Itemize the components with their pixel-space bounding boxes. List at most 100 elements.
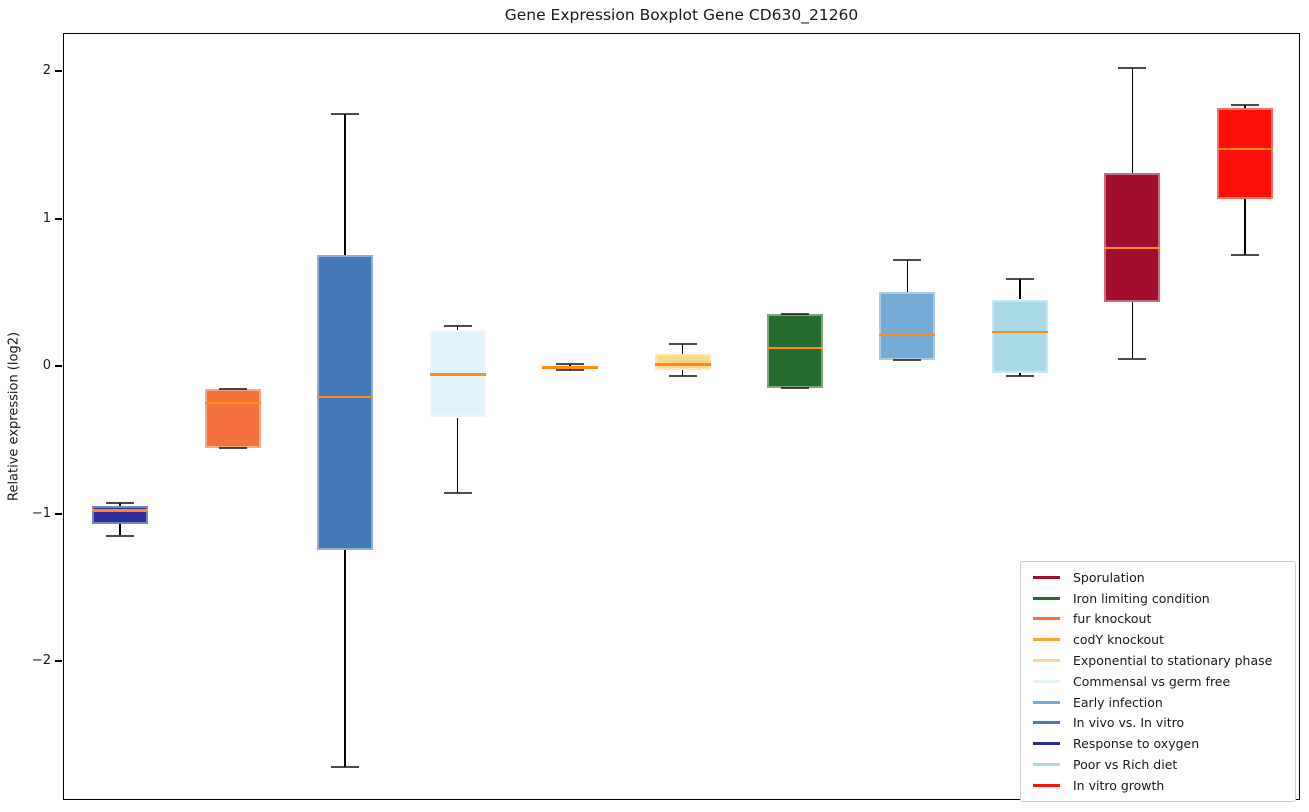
median-line-poor-vs-rich-diet [991, 330, 1048, 334]
median-line-sporulation [1104, 246, 1161, 250]
legend-item-iron-limiting-condition: Iron limiting condition [1025, 588, 1291, 609]
legend-label: codY knockout [1073, 632, 1165, 648]
iron-limiting-condition-swatch-icon [1033, 596, 1060, 600]
box-poor-vs-rich-diet [991, 299, 1048, 374]
y-tick-label: −2 [31, 653, 51, 669]
whisker-upper-early-infection [906, 259, 909, 293]
legend-label: Iron limiting condition [1073, 590, 1210, 606]
legend-item-sporulation: Sporulation [1025, 567, 1291, 588]
whisker-upper-sporulation [1131, 67, 1134, 173]
box-in-vivo-vs-in-vitro [317, 255, 374, 551]
cody-knockout-swatch-icon [1033, 638, 1060, 642]
median-line-fur-knockout [204, 401, 261, 404]
legend-label: Early infection [1073, 694, 1163, 710]
whisker-lower-commensal-vs-germ-free [456, 417, 459, 493]
whisker-cap-lower-exponential-to-stationary-phase [668, 375, 697, 378]
whisker-lower-exponential-to-stationary-phase [681, 370, 684, 377]
legend-item-poor-vs-rich-diet: Poor vs Rich diet [1025, 754, 1291, 775]
chart-title: Gene Expression Boxplot Gene CD630_21260 [504, 6, 859, 24]
median-line-exponential-to-stationary-phase [654, 363, 711, 366]
legend-item-in-vivo-vs-in-vitro: In vivo vs. In vitro [1025, 713, 1291, 734]
legend-label: Commensal vs germ free [1073, 673, 1231, 689]
in-vivo-vs-in-vitro-swatch-icon [1033, 721, 1060, 725]
legend-label: Response to oxygen [1073, 736, 1200, 752]
whisker-lower-in-vivo-vs-in-vitro [344, 550, 346, 768]
fur-knockout-swatch-icon [1033, 617, 1060, 621]
legend-label: Exponential to stationary phase [1073, 653, 1273, 669]
legend-item-in-vitro-growth: In vitro growth [1025, 775, 1291, 796]
whisker-cap-upper-commensal-vs-germ-free [443, 325, 472, 328]
legend-label: Sporulation [1073, 569, 1145, 585]
box-in-vitro-growth [1216, 107, 1273, 200]
whisker-cap-lower-in-vitro-growth [1230, 254, 1259, 257]
y-tick-label: 0 [42, 358, 51, 374]
whisker-cap-lower-iron-limiting-condition [780, 387, 809, 389]
legend-label: fur knockout [1073, 611, 1152, 627]
box-sporulation [1104, 172, 1161, 303]
legend-item-fur-knockout: fur knockout [1025, 609, 1291, 630]
in-vitro-growth-swatch-icon [1033, 783, 1060, 787]
whisker-cap-lower-commensal-vs-germ-free [443, 491, 472, 494]
box-fur-knockout [204, 389, 261, 449]
median-line-iron-limiting-condition [766, 346, 823, 350]
median-line-early-infection [879, 333, 936, 337]
whisker-cap-upper-poor-vs-rich-diet [1005, 277, 1034, 280]
y-tick-mark [55, 217, 62, 220]
legend-item-commensal-vs-germ-free: Commensal vs germ free [1025, 671, 1291, 692]
median-line-cody-knockout [542, 366, 599, 369]
whisker-cap-lower-in-vivo-vs-in-vitro [331, 766, 360, 769]
legend-item-response-to-oxygen: Response to oxygen [1025, 733, 1291, 754]
y-tick-mark [55, 512, 62, 515]
whisker-cap-upper-exponential-to-stationary-phase [668, 342, 697, 345]
whisker-cap-upper-sporulation [1118, 66, 1147, 69]
legend-label: In vitro growth [1073, 777, 1165, 793]
whisker-cap-upper-in-vivo-vs-in-vitro [331, 112, 360, 115]
whisker-upper-in-vivo-vs-in-vitro [344, 113, 346, 256]
whisker-cap-upper-early-infection [893, 258, 922, 261]
whisker-cap-upper-cody-knockout [556, 363, 585, 366]
whisker-lower-in-vitro-growth [1244, 199, 1246, 256]
y-axis-label: Relative expression (log2) [6, 331, 22, 502]
whisker-upper-response-to-oxygen [119, 503, 121, 506]
whisker-cap-upper-in-vitro-growth [1230, 103, 1259, 106]
box-early-infection [879, 292, 936, 360]
early-infection-swatch-icon [1033, 700, 1060, 704]
exponential-to-stationary-phase-swatch-icon [1033, 659, 1060, 663]
commensal-vs-germ-free-swatch-icon [1033, 679, 1060, 683]
whisker-lower-response-to-oxygen [119, 523, 121, 536]
whisker-cap-upper-iron-limiting-condition [780, 313, 809, 316]
whisker-upper-poor-vs-rich-diet [1019, 278, 1021, 300]
whisker-cap-lower-fur-knockout [218, 447, 247, 450]
median-line-commensal-vs-germ-free [429, 373, 486, 376]
median-line-in-vivo-vs-in-vitro [317, 395, 374, 399]
whisker-upper-commensal-vs-germ-free [456, 326, 459, 331]
legend-label: Poor vs Rich diet [1073, 757, 1178, 773]
y-tick-mark [55, 70, 62, 73]
legend-item-cody-knockout: codY knockout [1025, 629, 1291, 650]
whisker-cap-upper-response-to-oxygen [106, 502, 135, 505]
sporulation-swatch-icon [1033, 575, 1060, 579]
whisker-lower-sporulation [1131, 302, 1134, 359]
y-tick-label: 2 [42, 63, 51, 79]
box-exponential-to-stationary-phase [654, 354, 711, 371]
whisker-cap-lower-response-to-oxygen [106, 534, 135, 537]
whisker-cap-lower-cody-knockout [556, 369, 585, 372]
whisker-cap-lower-early-infection [893, 358, 922, 361]
whisker-upper-in-vitro-growth [1244, 104, 1246, 108]
y-tick-mark [55, 660, 62, 663]
whisker-lower-poor-vs-rich-diet [1019, 373, 1021, 377]
response-to-oxygen-swatch-icon [1033, 742, 1060, 746]
median-line-in-vitro-growth [1216, 147, 1273, 151]
legend-item-early-infection: Early infection [1025, 692, 1291, 713]
y-tick-label: −1 [31, 505, 51, 521]
whisker-cap-lower-poor-vs-rich-diet [1005, 375, 1034, 378]
legend-item-exponential-to-stationary-phase: Exponential to stationary phase [1025, 650, 1291, 671]
whisker-cap-upper-fur-knockout [218, 388, 247, 391]
legend-label: In vivo vs. In vitro [1073, 715, 1185, 731]
whisker-cap-lower-sporulation [1118, 357, 1147, 360]
plot-area [63, 33, 1300, 800]
y-tick-mark [55, 365, 62, 368]
y-tick-label: 1 [42, 210, 51, 226]
